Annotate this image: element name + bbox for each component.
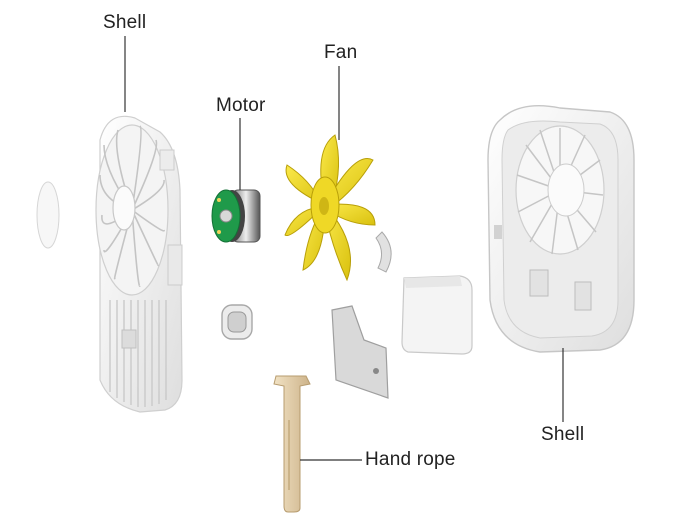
rear-shell — [487, 105, 635, 353]
label-shell-bottom: Shell — [541, 424, 585, 445]
label-fan: Fan — [324, 42, 358, 63]
label-motor: Motor — [216, 95, 266, 116]
leader-lines — [124, 36, 564, 461]
small-clip — [221, 304, 253, 340]
front-shell — [95, 115, 183, 413]
label-hand-rope: Hand rope — [365, 449, 456, 470]
arc-bracket — [375, 231, 392, 273]
hand-rope-stick — [273, 375, 311, 513]
label-shell-top: Shell — [103, 12, 147, 33]
motor-assembly — [211, 189, 261, 243]
bracket-plate — [331, 305, 389, 399]
fan-impeller — [284, 134, 376, 282]
front-cap — [36, 181, 60, 249]
battery-block — [401, 275, 473, 355]
